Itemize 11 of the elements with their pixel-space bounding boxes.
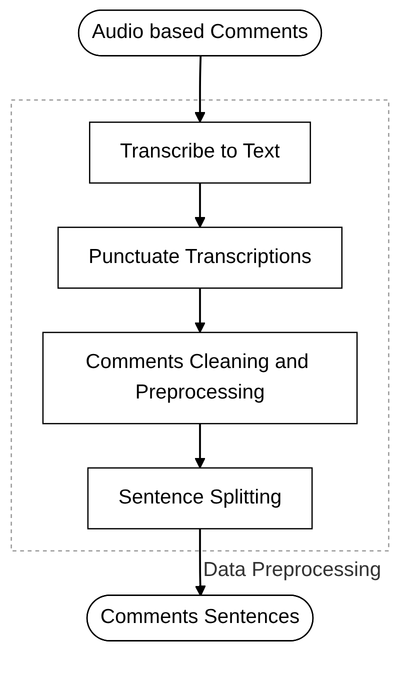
arrow [194,56,206,123]
node-box: Transcribe to Text [89,122,311,184]
node-box: Comments Cleaning and Preprocessing [42,332,358,424]
arrow [194,288,206,333]
arrow [194,183,206,228]
arrow [194,424,206,468]
node-label: Data Preprocessing [203,560,382,582]
node-box: Sentence Splitting [87,467,313,530]
cluster [10,99,390,552]
arrow [194,528,206,596]
node-box: Punctuate Transcriptions [57,226,343,289]
